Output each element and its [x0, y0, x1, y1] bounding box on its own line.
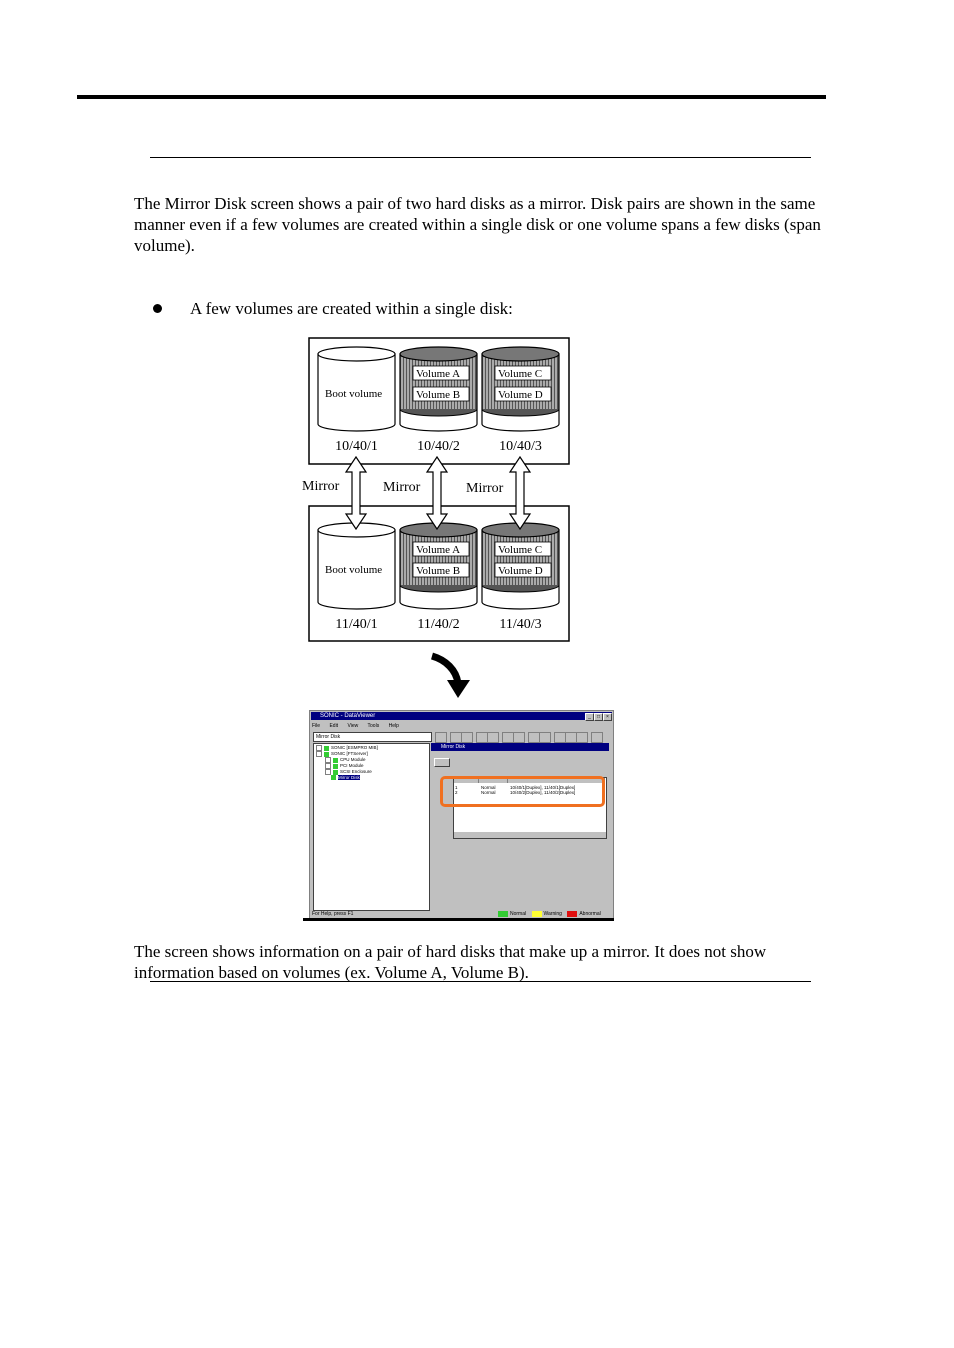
toolbar-tool-icon[interactable] [487, 732, 499, 743]
disk-id-label: 11/40/2 [417, 617, 459, 632]
volume-label-box [412, 386, 470, 402]
volume-label-box [494, 386, 552, 402]
legend-abnormal: Abnormal [579, 911, 601, 917]
list-header[interactable] [479, 778, 508, 783]
menu-edit[interactable]: Edit [329, 723, 339, 729]
disk-cylinder: Volume A Volume B 10/40/2 [399, 346, 478, 454]
mirror-label-2: Mirror [383, 480, 421, 495]
volume-label: Volume B [416, 389, 460, 401]
bullet-text: A few volumes are created within a singl… [190, 299, 513, 318]
status-bar: For Help, press F1 Normal Warning Abnorm… [312, 910, 608, 918]
toolbar-help-icon[interactable] [591, 732, 603, 743]
menu-view[interactable]: View [347, 723, 359, 729]
volume-label: Volume D [498, 389, 543, 401]
tree-item-pci-module[interactable]: PCI Module [325, 763, 364, 770]
detail-panel: Mirror Disk 1 Normal 10/40/1[Duplex], 11… [431, 743, 609, 909]
toolbar-view-icon[interactable] [539, 732, 551, 743]
maximize-icon[interactable]: □ [594, 713, 603, 721]
disk-id-label: 10/40/1 [335, 439, 378, 454]
list-header[interactable] [454, 778, 479, 783]
volume-label-box [494, 541, 552, 557]
tree-item-esmpro[interactable]: SONIC [ESMPRO MIB] [316, 745, 378, 752]
menu-file[interactable]: File [312, 723, 321, 729]
mirror-list: 1 Normal 10/40/1[Duplex], 11/40/1[Duplex… [453, 777, 607, 839]
volume-label: Volume C [498, 368, 542, 380]
window-title: SONIC - DataViewer [311, 712, 612, 720]
disk-id-label: 11/40/1 [335, 617, 377, 632]
panel-button[interactable] [434, 758, 450, 767]
menu-tools[interactable]: Tools [367, 723, 380, 729]
legend-warning: Warning [543, 911, 562, 917]
disk-cylinder: Volume C Volume D 11/40/3 [481, 522, 560, 632]
highlight-outline [440, 776, 605, 807]
disk-cylinder: Boot volume 11/40/1 [317, 522, 396, 632]
horizontal-scrollbar[interactable] [454, 832, 606, 838]
view-combo[interactable]: Mirror Disk [313, 732, 432, 742]
disk-id-label: 10/40/2 [417, 439, 460, 454]
tree-item-scsi-enclosure[interactable]: SCSI Enclosure [325, 769, 372, 776]
toolbar-refresh-icon[interactable] [435, 732, 447, 743]
toolbar-view-icon[interactable] [576, 732, 588, 743]
volume-label-box [412, 365, 470, 381]
mirror-arrow-2 [425, 455, 449, 531]
disk-cylinder: Boot volume 10/40/1 [317, 346, 396, 454]
intro-paragraph: The Mirror Disk screen shows a pair of t… [134, 194, 821, 255]
down-arrow-icon [430, 652, 462, 684]
section-rule-bottom [150, 981, 811, 982]
volume-label: Volume A [416, 544, 460, 556]
tree-view: SONIC [ESMPRO MIB] SONIC [FTServer] CPU … [313, 743, 430, 911]
mirror-arrow-1 [344, 455, 368, 531]
volume-label: Volume B [416, 565, 460, 577]
volume-label-box [494, 365, 552, 381]
down-arrow-head-icon [447, 680, 470, 698]
boot-volume-label: Boot volume [325, 388, 382, 400]
tree-item-mirror-disk[interactable]: Mirror Disk [331, 775, 360, 782]
legend-warning-swatch [531, 910, 542, 917]
menu-help[interactable]: Help [388, 723, 399, 729]
close-icon[interactable]: × [603, 713, 612, 721]
volume-label-box [494, 562, 552, 578]
section-rule-top [150, 157, 811, 158]
minimize-icon[interactable]: _ [585, 713, 594, 721]
screenshot-underline [303, 918, 614, 921]
menu-bar: File Edit View Tools Help [312, 722, 407, 730]
mirror-label-3: Mirror [466, 481, 504, 496]
header-rule [77, 95, 826, 99]
volume-label: Volume A [416, 368, 460, 380]
panel-title: Mirror Disk [431, 743, 609, 751]
volume-label: Volume C [498, 544, 542, 556]
volume-label-box [412, 562, 470, 578]
toolbar-tool-icon[interactable] [513, 732, 525, 743]
closing-paragraph: The screen shows information on a pair o… [134, 942, 767, 982]
legend-normal: Normal [510, 911, 527, 917]
toolbar-forward-icon[interactable] [461, 732, 473, 743]
disk-id-label: 10/40/3 [499, 439, 542, 454]
volume-label: Volume D [498, 565, 543, 577]
boot-volume-label: Boot volume [325, 564, 382, 576]
disk-cylinder: Volume C Volume D 10/40/3 [481, 346, 560, 454]
tree-item-ftserver[interactable]: SONIC [FTServer] [316, 751, 368, 758]
mirror-arrow-3 [508, 455, 532, 531]
disk-id-label: 11/40/3 [499, 617, 541, 632]
legend-abnormal-swatch [567, 910, 578, 917]
disk-cylinder: Volume A Volume B 11/40/2 [399, 522, 478, 632]
volume-label-box [412, 541, 470, 557]
app-window-screenshot: SONIC - DataViewer _ □ × File Edit View … [309, 710, 614, 920]
bullet-icon [153, 304, 162, 313]
tree-item-cpu-module[interactable]: CPU Module [325, 757, 366, 764]
status-help-text: For Help, press F1 [312, 911, 354, 917]
legend-normal-swatch [498, 910, 508, 917]
mirror-label-1: Mirror [302, 479, 340, 494]
